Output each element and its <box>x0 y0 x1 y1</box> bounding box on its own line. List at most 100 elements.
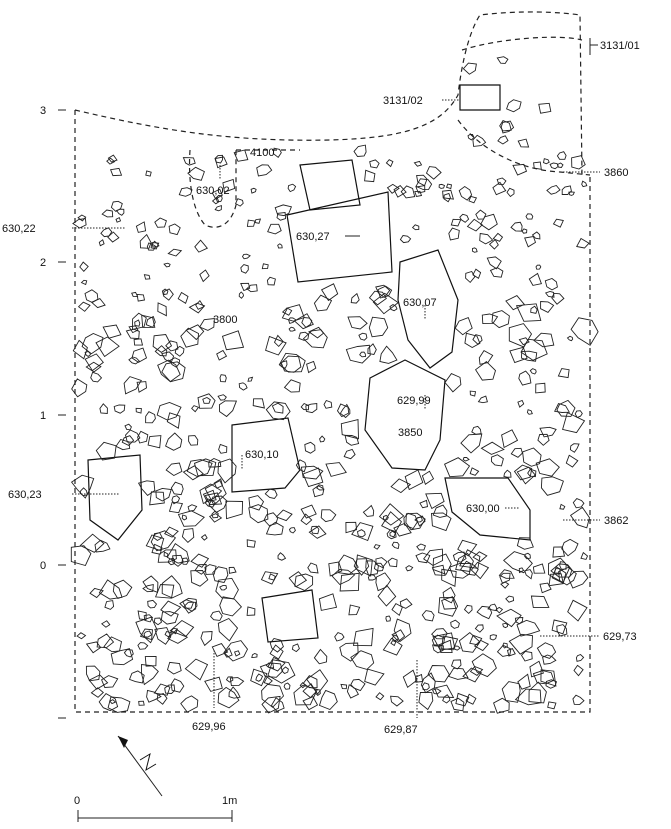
stone <box>338 554 359 575</box>
stone <box>166 661 182 675</box>
stone <box>160 611 179 625</box>
stone <box>310 525 320 535</box>
stone <box>125 429 141 443</box>
stone <box>163 288 174 301</box>
trench-boundary <box>74 11 591 713</box>
stone <box>154 217 167 228</box>
stone <box>480 441 505 455</box>
stone <box>547 701 557 710</box>
stone <box>183 601 197 614</box>
stone <box>157 302 167 317</box>
stone <box>146 689 162 703</box>
stone <box>506 187 515 198</box>
stone <box>110 648 134 666</box>
stone <box>425 166 442 180</box>
stone <box>375 557 388 569</box>
stone <box>573 664 584 677</box>
stone <box>491 454 504 467</box>
stone <box>517 138 530 148</box>
stone <box>400 185 416 199</box>
stone <box>234 650 241 657</box>
stone <box>90 298 106 309</box>
stone <box>450 218 462 227</box>
stone <box>515 303 542 322</box>
stone <box>503 551 533 574</box>
stone <box>556 151 567 160</box>
stone <box>489 267 504 278</box>
stone <box>562 411 586 434</box>
stone <box>318 593 338 611</box>
stone <box>425 492 445 510</box>
stone <box>551 619 568 635</box>
stone <box>170 678 185 693</box>
stone <box>385 159 394 168</box>
stone <box>387 557 398 568</box>
stone <box>208 457 222 468</box>
stone <box>221 330 245 351</box>
stone <box>146 242 157 251</box>
stone <box>459 213 470 223</box>
stone <box>415 185 426 194</box>
stone <box>113 404 126 414</box>
stone <box>499 572 511 584</box>
stone <box>510 447 523 458</box>
stone <box>281 304 305 322</box>
stone <box>304 441 316 454</box>
stone <box>421 682 430 691</box>
stone <box>557 162 564 168</box>
stone <box>533 161 542 170</box>
stone <box>450 619 460 629</box>
stone <box>403 512 419 530</box>
stone <box>131 291 139 298</box>
slab-3850 <box>364 359 446 471</box>
stone <box>466 218 483 232</box>
stone <box>172 554 184 567</box>
stone <box>572 498 585 509</box>
stone <box>193 458 217 477</box>
stone <box>269 644 284 660</box>
stone <box>346 684 360 699</box>
stone <box>431 634 446 647</box>
stone <box>70 545 92 567</box>
stone <box>109 167 123 177</box>
stone <box>188 302 206 314</box>
stone <box>281 307 293 316</box>
stone <box>76 632 87 640</box>
stone <box>531 231 541 240</box>
level-630-22: 630,22 <box>2 223 36 235</box>
stone <box>121 435 135 447</box>
stone <box>143 274 151 280</box>
stone <box>255 673 264 682</box>
level-629-99: 629,99 <box>397 395 431 407</box>
stone <box>480 213 498 231</box>
stone <box>142 584 154 593</box>
stone <box>569 506 590 529</box>
stone <box>540 301 555 313</box>
stone <box>112 579 133 600</box>
stone <box>350 678 366 692</box>
stone <box>268 573 276 581</box>
stone <box>270 697 285 712</box>
stone <box>367 573 377 581</box>
stone <box>516 619 541 637</box>
stone <box>468 195 478 204</box>
stone <box>204 564 217 575</box>
stone <box>240 264 249 274</box>
stone <box>167 248 183 257</box>
stone <box>149 491 165 506</box>
stone <box>299 682 307 689</box>
stone <box>320 509 337 523</box>
stone <box>431 628 448 640</box>
large-stones <box>87 84 531 643</box>
stone <box>498 569 515 579</box>
stone <box>568 191 575 196</box>
stone <box>85 361 102 373</box>
stone <box>537 433 550 446</box>
stone <box>474 624 484 633</box>
stone <box>208 495 228 513</box>
stone <box>516 466 536 485</box>
elevation-labels: 630,02 630,22 630,27 630,07 629,99 630,1… <box>2 185 637 736</box>
stone <box>312 485 325 498</box>
stone <box>516 537 534 550</box>
stone <box>542 654 557 665</box>
